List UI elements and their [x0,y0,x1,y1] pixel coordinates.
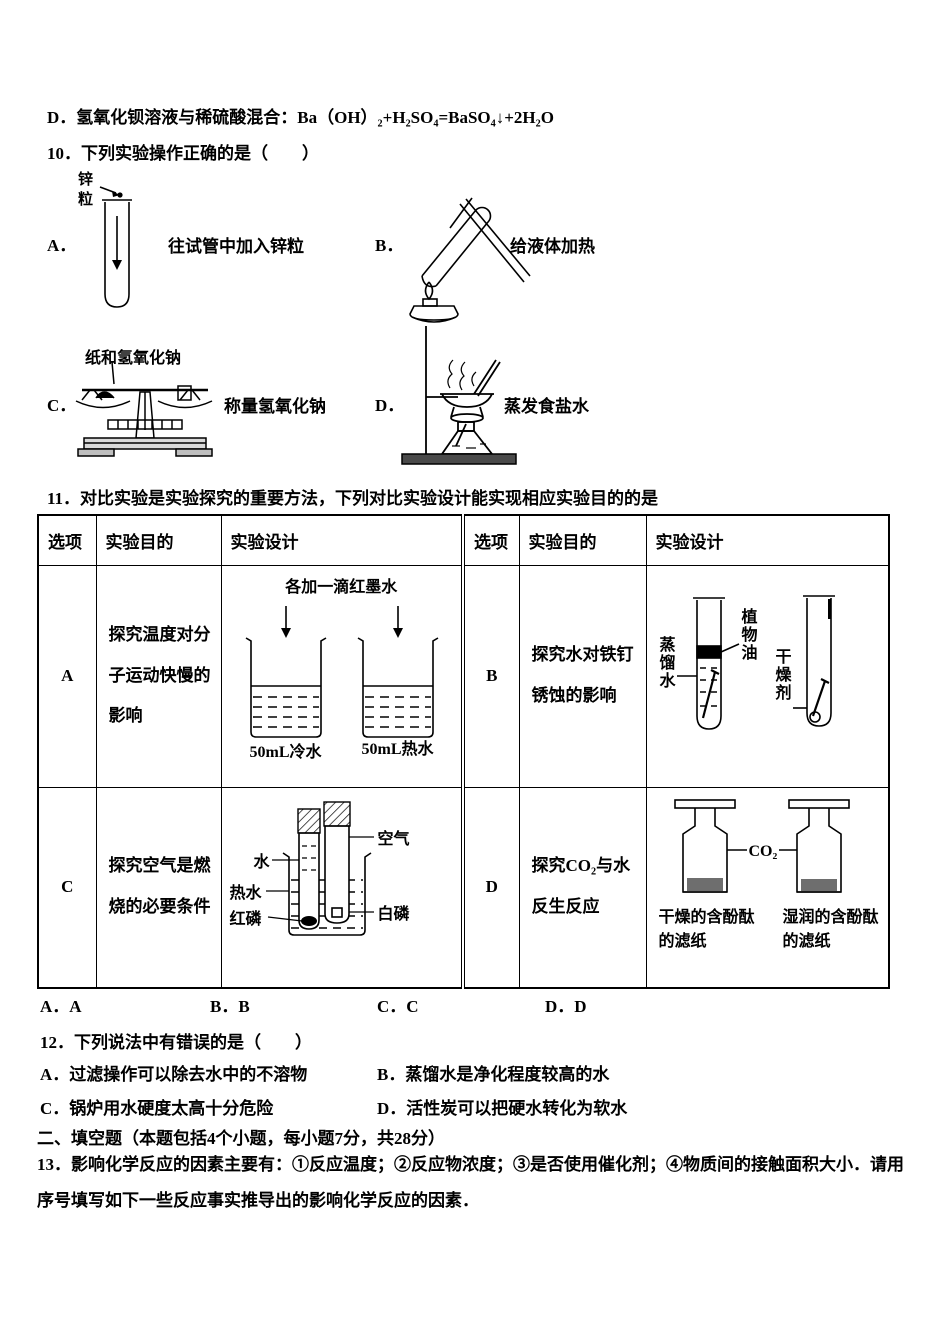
row-a-design-cell: 各加一滴红墨水 [220,564,464,788]
phosphorus-combustion-diagram: 水 热水 红磷 空气 白磷 [222,788,462,987]
co2-bottles-diagram: CO₂ 干燥的含酚酞的滤纸 湿润的含酚酞的滤纸 [647,788,889,987]
q12-option-a: A．过滤操作可以除去水中的不溶物 [40,1065,308,1084]
distilled-water-label: 蒸馏水 [656,635,674,690]
wet-filter-paper-caption: 湿润的含酚酞的滤纸 [782,908,879,950]
row-c-design-cell: 水 热水 红磷 空气 白磷 [220,786,464,988]
row-b-purpose: 探究水对铁钉锈蚀的影响 [518,564,647,788]
air-label: 空气 [377,830,410,848]
q13-line2: 序号填写如下一些反应事实推导出的影响化学反应的因素． [37,1191,479,1210]
header-purpose-left: 实验目的 [95,514,222,566]
q10-option-c-key: C． [47,396,77,415]
q13-line1: 13．影响化学反应的因素主要有：①反应温度；②反应物浓度；③是否使用催化剂；④物… [37,1155,904,1174]
row-b-design-cell: 蒸馏水 植物油 干燥剂 [645,564,890,788]
co2-bottles-sketch [673,798,850,893]
q12-option-b: B．蒸馏水是净化程度较高的水 [377,1065,610,1084]
row-c-option: C [37,786,97,988]
row-a-purpose: 探究温度对分子运动快慢的影响 [95,564,222,788]
hot-water-label: 热水 [229,884,262,902]
zinc-granule-label: 锌粒 [78,172,94,209]
beaker-hot-label: 50mL热水 [361,740,434,758]
phosphorus-sketch [265,800,374,936]
alcohol-lamp-heating-diagram [409,197,531,323]
row-d-purpose: 探究CO₂与水反生反应 [518,786,647,988]
red-ink-beakers-diagram: 各加一滴红墨水 [222,566,462,787]
q12-stem: 12．下列说法中有错误的是（ ） [40,1033,312,1052]
row-a-option: A [37,564,97,788]
q10-stem: 10．下列实验操作正确的是（ ） [47,144,319,163]
q10-option-b-caption: 给液体加热 [510,237,595,256]
q12-option-d: D．活性炭可以把硬水转化为软水 [377,1099,628,1118]
desiccant-label: 干燥剂 [772,647,790,702]
evaporation-stand-diagram [401,326,517,465]
q11-answer-c: C．C [377,997,419,1016]
rust-tubes-sketch [676,594,835,730]
row-d-option: D [461,786,520,988]
q9-option-d: D．氢氧化钡溶液与稀硫酸混合：Ba（OH）₂+H₂SO₄=BaSO₄↓+2H₂O [47,108,554,127]
beaker-cold-label: 50mL冷水 [249,743,322,761]
co2-gas-label: CO₂ [748,842,778,860]
q10-option-d-caption: 蒸发食盐水 [504,397,589,416]
section2-heading: 二、填空题（本题包括4个小题，每小题7分，共28分） [37,1129,445,1148]
white-phosphorus-label: 白磷 [377,905,410,923]
q11-answer-a: A．A [40,997,82,1016]
iron-nail-rust-diagram: 蒸馏水 植物油 干燥剂 [647,566,889,787]
q10-option-b-key: B． [375,236,404,255]
q11-comparison-table: 选项 实验目的 实验设计 选项 实验目的 实验设计 A 探究温度对分子运动快慢的… [37,514,890,989]
header-option-left: 选项 [37,514,97,566]
vegetable-oil-label: 植物油 [738,607,756,662]
header-design-right: 实验设计 [645,514,890,566]
header-option-right: 选项 [461,514,520,566]
balance-scale-diagram [75,361,213,457]
q11-answer-b: B．B [210,997,250,1016]
test-tube-add-zinc-diagram [99,186,132,308]
dry-filter-paper-caption: 干燥的含酚酞的滤纸 [658,908,755,950]
q10-option-d-key: D． [375,396,405,415]
red-ink-top-label: 各加一滴红墨水 [285,578,398,596]
header-purpose-right: 实验目的 [518,514,647,566]
row-b-option: B [461,564,520,788]
header-design-left: 实验设计 [220,514,464,566]
q10-option-c-caption: 称量氢氧化钠 [224,397,326,416]
q11-answer-d: D．D [545,997,587,1016]
red-phosphorus-label: 红磷 [229,910,262,928]
q10-option-a-caption: 往试管中加入锌粒 [168,237,304,256]
water-label: 水 [253,853,270,871]
q11-stem: 11．对比实验是实验探究的重要方法，下列对比实验设计能实现相应实验目的的是 [47,489,659,508]
row-c-purpose: 探究空气是燃烧的必要条件 [95,786,222,988]
row-d-design-cell: CO₂ 干燥的含酚酞的滤纸 湿润的含酚酞的滤纸 [645,786,890,988]
q12-option-c: C．锅炉用水硬度太高十分危险 [40,1099,274,1118]
paper-naoh-label: 纸和氢氧化钠 [85,350,182,367]
beakers-sketch [245,605,438,738]
q10-option-a-key: A． [47,236,77,255]
